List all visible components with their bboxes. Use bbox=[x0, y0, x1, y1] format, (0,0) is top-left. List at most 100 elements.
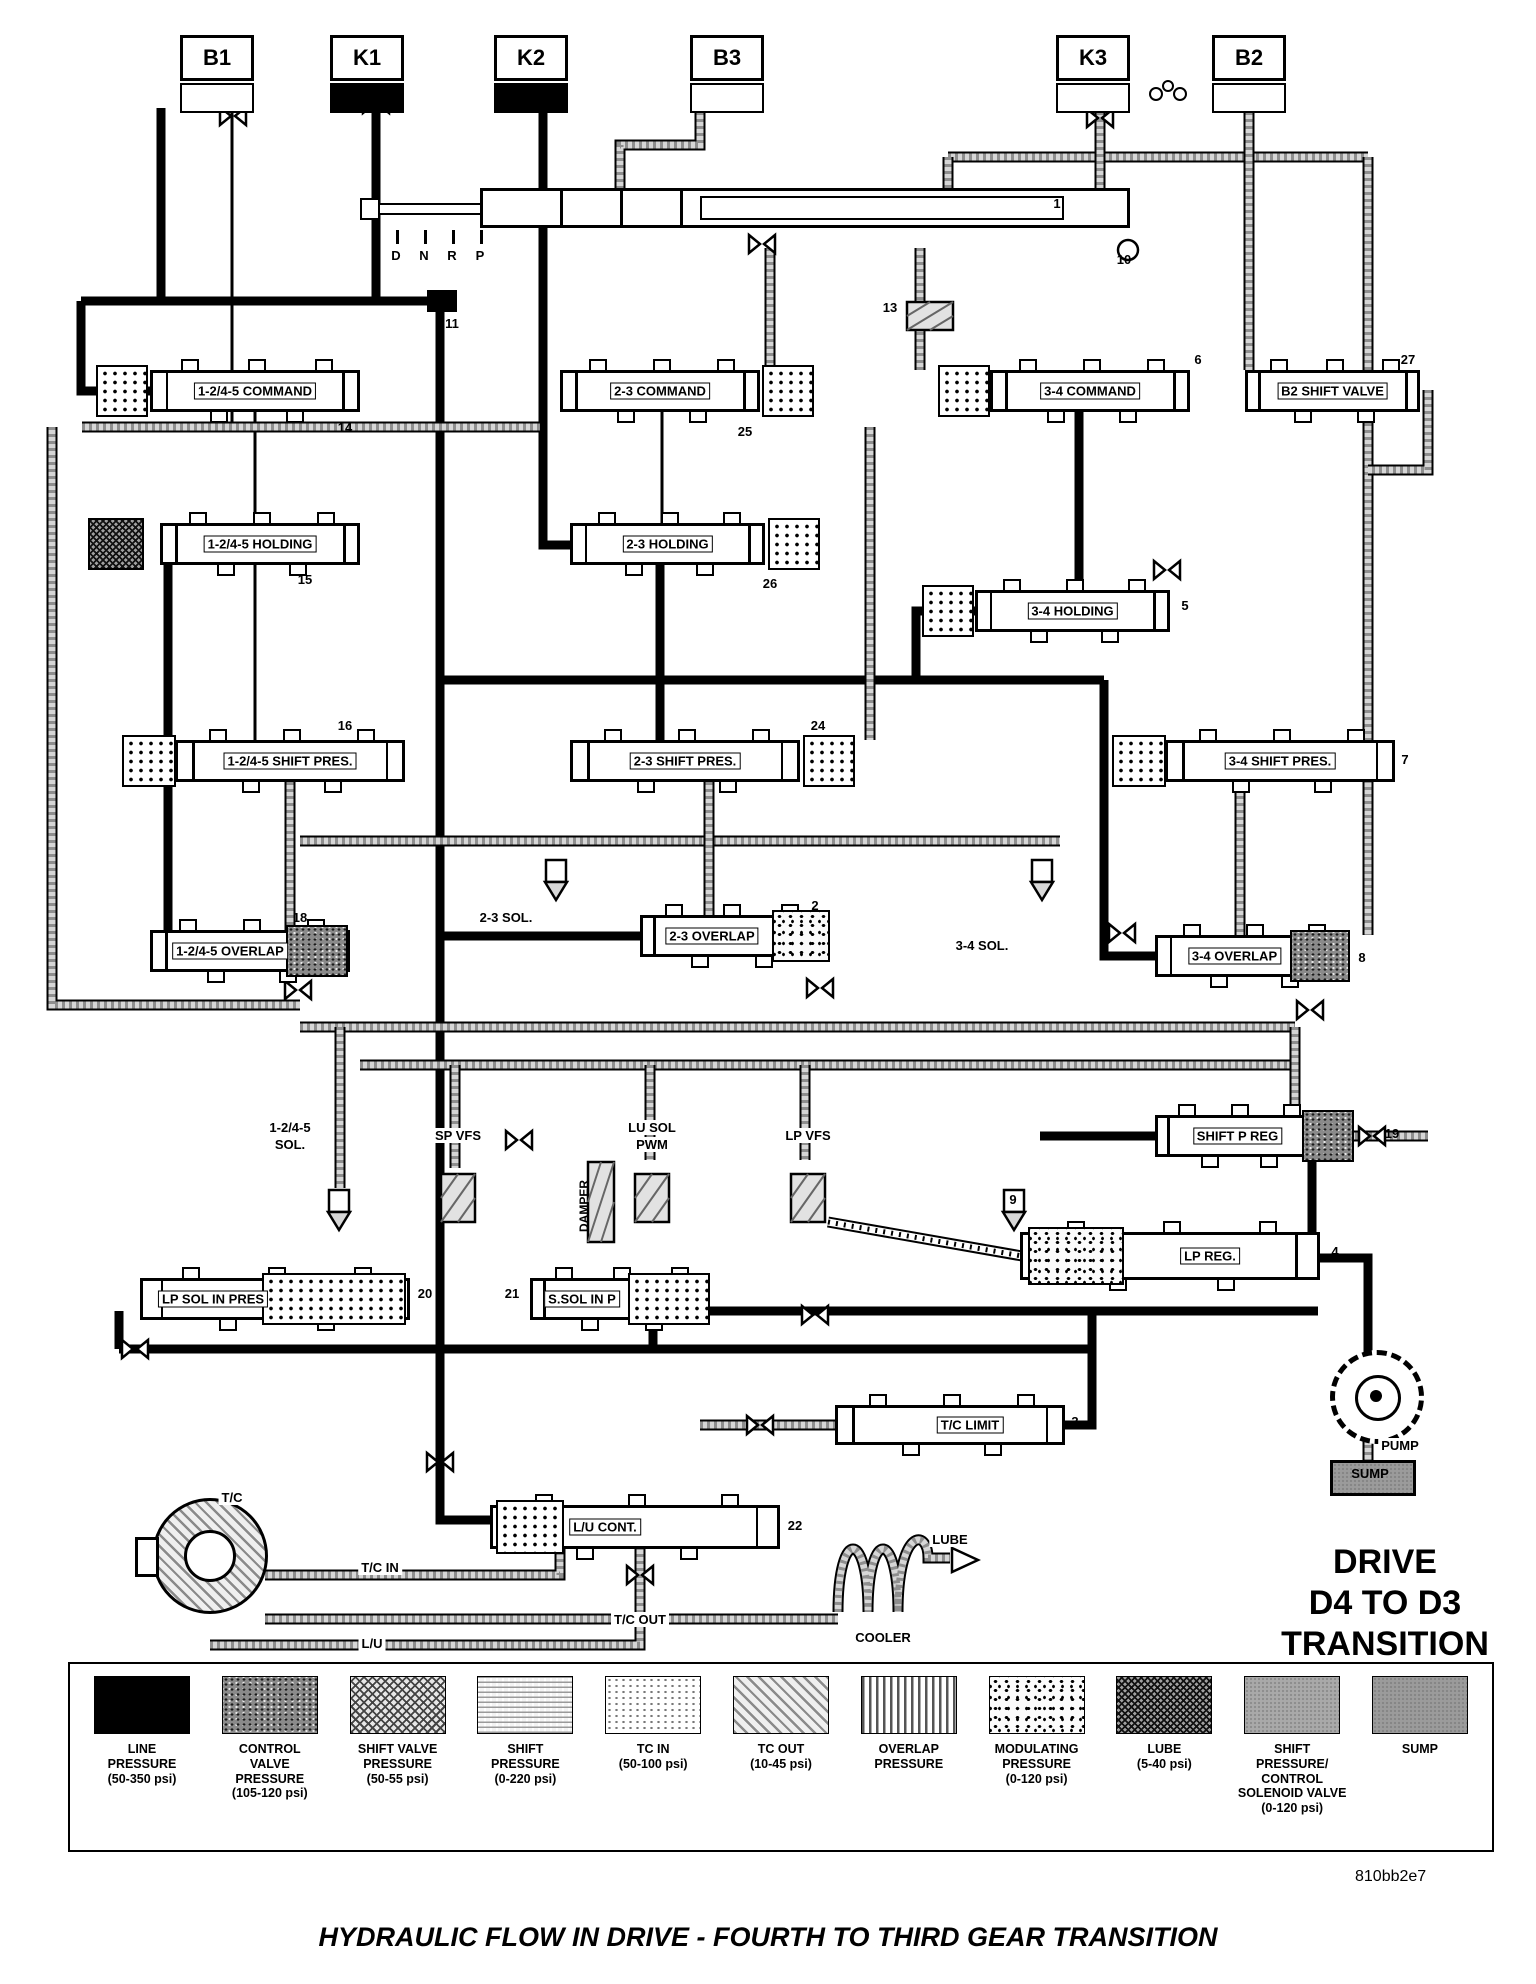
orifice-icon bbox=[504, 1128, 519, 1152]
diagram-label: 9 bbox=[1009, 1192, 1017, 1207]
pipe bbox=[1368, 390, 1432, 474]
spool-land bbox=[680, 188, 683, 228]
valve-ov-34: 3-4 OVERLAP bbox=[1155, 924, 1350, 988]
spool-land bbox=[343, 526, 346, 562]
valve-lp-reg: LP REG. bbox=[1020, 1221, 1320, 1291]
pump bbox=[1330, 1350, 1424, 1444]
orifice-icon bbox=[1085, 106, 1100, 130]
orifice-icon bbox=[745, 1413, 760, 1437]
port-block bbox=[772, 910, 830, 962]
port-stub bbox=[720, 1494, 739, 1507]
valve-label: 1-2/4-5 OVERLAP bbox=[172, 942, 288, 960]
port-stub bbox=[1217, 1278, 1235, 1291]
orifice-icon bbox=[625, 1563, 640, 1587]
sump bbox=[1330, 1460, 1416, 1496]
port-stub bbox=[1269, 359, 1288, 372]
diagram-label: D bbox=[391, 248, 401, 263]
valve-cmd-1245: 1-2/4-5 COMMAND bbox=[96, 359, 360, 423]
accumulator-icon bbox=[634, 1173, 670, 1223]
diagram-label: L/U bbox=[358, 1636, 386, 1651]
diagram-label: T/C OUT bbox=[611, 1612, 669, 1627]
valve-label: 2-3 HOLDING bbox=[622, 535, 713, 553]
port-stub bbox=[1200, 1155, 1219, 1168]
port-block bbox=[922, 585, 974, 637]
legend-label-line: SOLENOID VALVE bbox=[1237, 1786, 1347, 1801]
diagram-label: SUMP bbox=[1351, 1466, 1389, 1481]
spool-land bbox=[1173, 373, 1176, 409]
clutch-label: K2 bbox=[494, 35, 568, 81]
port-block bbox=[762, 365, 814, 417]
valve-label: 2-3 OVERLAP bbox=[665, 927, 759, 945]
port-stub bbox=[723, 904, 741, 917]
port-stub bbox=[1210, 975, 1229, 988]
port-stub bbox=[1003, 579, 1022, 592]
port-stub bbox=[1065, 579, 1084, 592]
legend-label-line: SHIFT VALVE bbox=[357, 1742, 438, 1756]
port-block bbox=[88, 518, 144, 570]
port-stub bbox=[219, 1318, 238, 1331]
governor-icon bbox=[1149, 87, 1163, 101]
title-line: DRIVE bbox=[1333, 1543, 1437, 1581]
spool-land bbox=[780, 743, 784, 779]
accumulator-icon bbox=[790, 1173, 826, 1223]
port-stub bbox=[628, 1494, 646, 1507]
valve-label: LP SOL IN PRES bbox=[157, 1290, 269, 1308]
valve-number: 14 bbox=[337, 420, 353, 435]
legend-label: LUBE(5-40 psi) bbox=[1102, 1742, 1226, 1772]
pipe bbox=[827, 1219, 1023, 1259]
valve-label: 3-4 HOLDING bbox=[1027, 602, 1118, 620]
spool-land bbox=[1405, 373, 1408, 409]
orifice-icon bbox=[1357, 1124, 1372, 1148]
port-stub bbox=[1357, 410, 1375, 423]
legend-label-line: SHIFT bbox=[1274, 1742, 1311, 1756]
port-block bbox=[628, 1273, 710, 1325]
pump-shaft bbox=[1370, 1390, 1382, 1402]
valve-number: 2 bbox=[811, 898, 819, 913]
orifice-icon bbox=[800, 1303, 815, 1327]
pipe bbox=[210, 1549, 644, 1649]
diagram-label: R bbox=[447, 248, 457, 263]
valve-number: 19 bbox=[1384, 1126, 1400, 1141]
legend-label-line: (50-100 psi) bbox=[618, 1756, 688, 1771]
valve-number: 24 bbox=[810, 718, 826, 733]
legend-label-line: VALVE bbox=[249, 1756, 290, 1771]
orifice-icon bbox=[120, 1337, 135, 1361]
diagram-label: 3-4 SOL. bbox=[952, 938, 1012, 953]
legend-swatch-shift-control bbox=[1244, 1676, 1341, 1734]
port-block bbox=[122, 735, 176, 787]
orifice-icon bbox=[1295, 998, 1310, 1022]
legend-label-line: PRESSURE bbox=[1002, 1756, 1071, 1771]
spool-land bbox=[1375, 743, 1379, 779]
legend-label-line: PRESSURE/ bbox=[1256, 1756, 1329, 1771]
accumulator-icon bbox=[790, 1173, 809, 1199]
solenoid-icon bbox=[1000, 1210, 1028, 1233]
diagram-label: DAMPER bbox=[577, 1179, 591, 1233]
figure-caption: HYDRAULIC FLOW IN DRIVE - FOURTH TO THIR… bbox=[318, 1922, 1218, 1952]
diagram-label: PWM bbox=[633, 1137, 671, 1152]
port-block bbox=[768, 518, 820, 570]
port-stub bbox=[1047, 410, 1065, 423]
port-stub bbox=[1016, 1394, 1035, 1407]
orifice-icon bbox=[440, 1450, 455, 1474]
orifice-icon bbox=[760, 1413, 775, 1437]
diagram-label: P bbox=[475, 248, 485, 263]
port-stub bbox=[555, 1267, 574, 1280]
port-stub bbox=[680, 1547, 699, 1560]
valve-label: SHIFT P REG bbox=[1192, 1127, 1283, 1145]
spool-land bbox=[165, 373, 169, 409]
diagram-label: 11 bbox=[445, 316, 459, 331]
valve-number: 16 bbox=[337, 718, 353, 733]
accumulator-icon bbox=[807, 1197, 826, 1223]
valve-number: 25 bbox=[737, 424, 753, 439]
diagram-label: SP VFS bbox=[431, 1128, 485, 1143]
port-stub bbox=[1314, 780, 1333, 793]
port-stub bbox=[1273, 729, 1291, 742]
clutch-k3: K3 bbox=[1056, 35, 1130, 113]
spool-land bbox=[575, 373, 578, 409]
valve-number: 22 bbox=[787, 1518, 803, 1533]
legend-label-line: (0-120 psi) bbox=[1005, 1771, 1068, 1786]
